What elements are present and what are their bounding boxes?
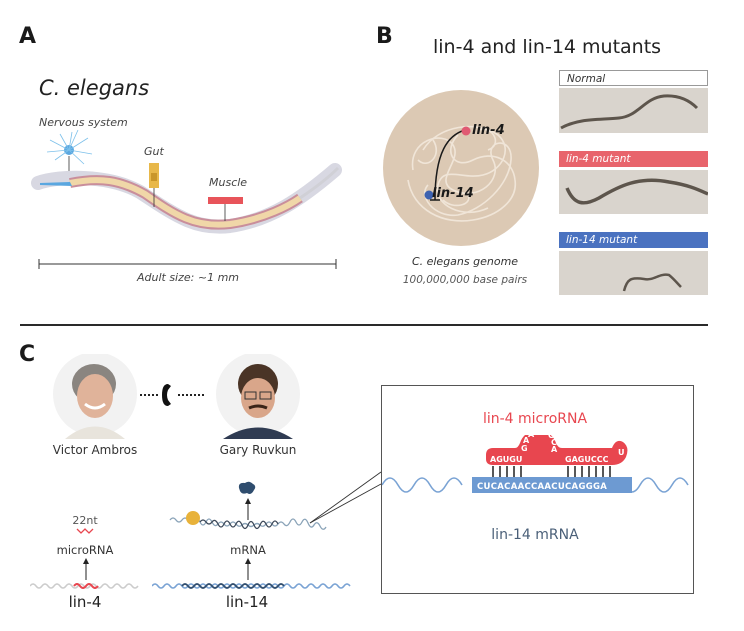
ribosome-icon bbox=[186, 511, 200, 525]
mrna-strand bbox=[169, 511, 327, 530]
protein-icon bbox=[238, 481, 256, 494]
lin-4-mutant-label: lin-4 mutant bbox=[559, 151, 708, 167]
lin-14-mutant-worm-photo bbox=[559, 251, 708, 295]
phone-connection bbox=[140, 384, 206, 406]
gut-label: Gut bbox=[144, 145, 164, 158]
lin-14-gene-label: lin-14 bbox=[225, 593, 269, 611]
base-pair-ticks bbox=[492, 466, 611, 477]
mrna-binding-seq: CUCACAACCAACUCAGGGA bbox=[477, 482, 607, 492]
lin-4-transcription-arrow bbox=[83, 558, 89, 580]
mrna-left-tail bbox=[382, 477, 463, 493]
lin-4-gene-label: lin-4 bbox=[68, 593, 102, 611]
scale-bar-label: Adult size: ~1 mm bbox=[136, 271, 240, 284]
lin-4-mutant-worm-photo bbox=[559, 170, 708, 214]
lin-14-gene-dna bbox=[152, 583, 351, 589]
lin-4-genome-label: lin-4 bbox=[472, 123, 505, 138]
genome-circle bbox=[383, 90, 539, 246]
lin-14-locus-dot bbox=[424, 190, 434, 200]
genome-size: 100,000,000 base pairs bbox=[402, 274, 528, 286]
zoom-callout-lines bbox=[309, 471, 382, 524]
mirna-loop-base: A bbox=[523, 436, 530, 445]
mrna-binding-region bbox=[472, 477, 632, 493]
panel-a-letter: A bbox=[19, 24, 37, 49]
neuron-icon bbox=[46, 129, 93, 180]
scale-bar bbox=[38, 259, 337, 269]
phone-icon bbox=[162, 384, 171, 406]
victor-ambros-portrait bbox=[53, 354, 137, 439]
mirna-loop-base: C bbox=[548, 435, 554, 440]
mirna-loop-base: C bbox=[551, 438, 557, 447]
normal-worm-photo bbox=[559, 88, 708, 133]
organism-title: C. elegans bbox=[39, 76, 150, 100]
lin-14-transcription-arrow bbox=[245, 558, 251, 580]
inset-mrna-title: lin-14 mRNA bbox=[491, 527, 579, 543]
worm-body bbox=[31, 163, 342, 234]
mirna-loop-base: G bbox=[521, 444, 528, 453]
lin-14-mutant-label: lin-14 mutant bbox=[559, 232, 708, 248]
mirna-end-base: U bbox=[618, 448, 625, 457]
mirna-loop-base: A bbox=[528, 435, 535, 439]
microrna-length: 22nt bbox=[72, 514, 98, 527]
lin-4-locus-dot bbox=[461, 126, 471, 136]
lin-4-gene-dna bbox=[30, 583, 139, 589]
muscle-label: Muscle bbox=[209, 176, 248, 189]
gary-ruvkun-portrait bbox=[216, 354, 300, 439]
person-name-ambros: Victor Ambros bbox=[52, 443, 138, 457]
mrna-label: mRNA bbox=[230, 543, 266, 557]
microrna-strand bbox=[76, 528, 94, 534]
microrna-shape bbox=[486, 435, 628, 465]
panel-b-title: lin-4 and lin-14 mutants bbox=[433, 36, 662, 58]
nervous-system-label: Nervous system bbox=[39, 116, 128, 129]
worm-anatomy-illustration bbox=[31, 129, 342, 234]
normal-label: Normal bbox=[559, 70, 708, 86]
panel-c-letter: C bbox=[19, 342, 36, 367]
chromatin-tangle bbox=[407, 125, 516, 222]
section-divider bbox=[20, 324, 708, 326]
mirna-mrna-duplex: AGUGU G A A C U C C A GAGUCCC U CUCACAAC… bbox=[382, 435, 689, 493]
lin-14-genome-label: lin-14 bbox=[432, 186, 474, 201]
mirna-loop-base: A bbox=[551, 445, 558, 454]
panel-b-letter: B bbox=[376, 24, 393, 49]
gut-cell-icon bbox=[149, 163, 159, 207]
microrna-label: microRNA bbox=[56, 543, 114, 557]
genome-diagram bbox=[383, 90, 539, 246]
mirna-right-seq: GAGUCCC bbox=[565, 455, 609, 464]
genome-caption: C. elegans genome bbox=[411, 255, 519, 268]
mirna-loop-base: U bbox=[542, 435, 549, 437]
mirna-loop-base: C bbox=[535, 435, 541, 437]
mirna-left-seq: AGUGU bbox=[490, 455, 522, 464]
translation-arrow bbox=[245, 498, 251, 520]
muscle-cell-icon bbox=[208, 197, 243, 221]
person-name-ruvkun: Gary Ruvkun bbox=[219, 443, 297, 457]
inset-microrna-title: lin-4 microRNA bbox=[482, 411, 588, 427]
inhibition-arrow bbox=[434, 129, 466, 201]
